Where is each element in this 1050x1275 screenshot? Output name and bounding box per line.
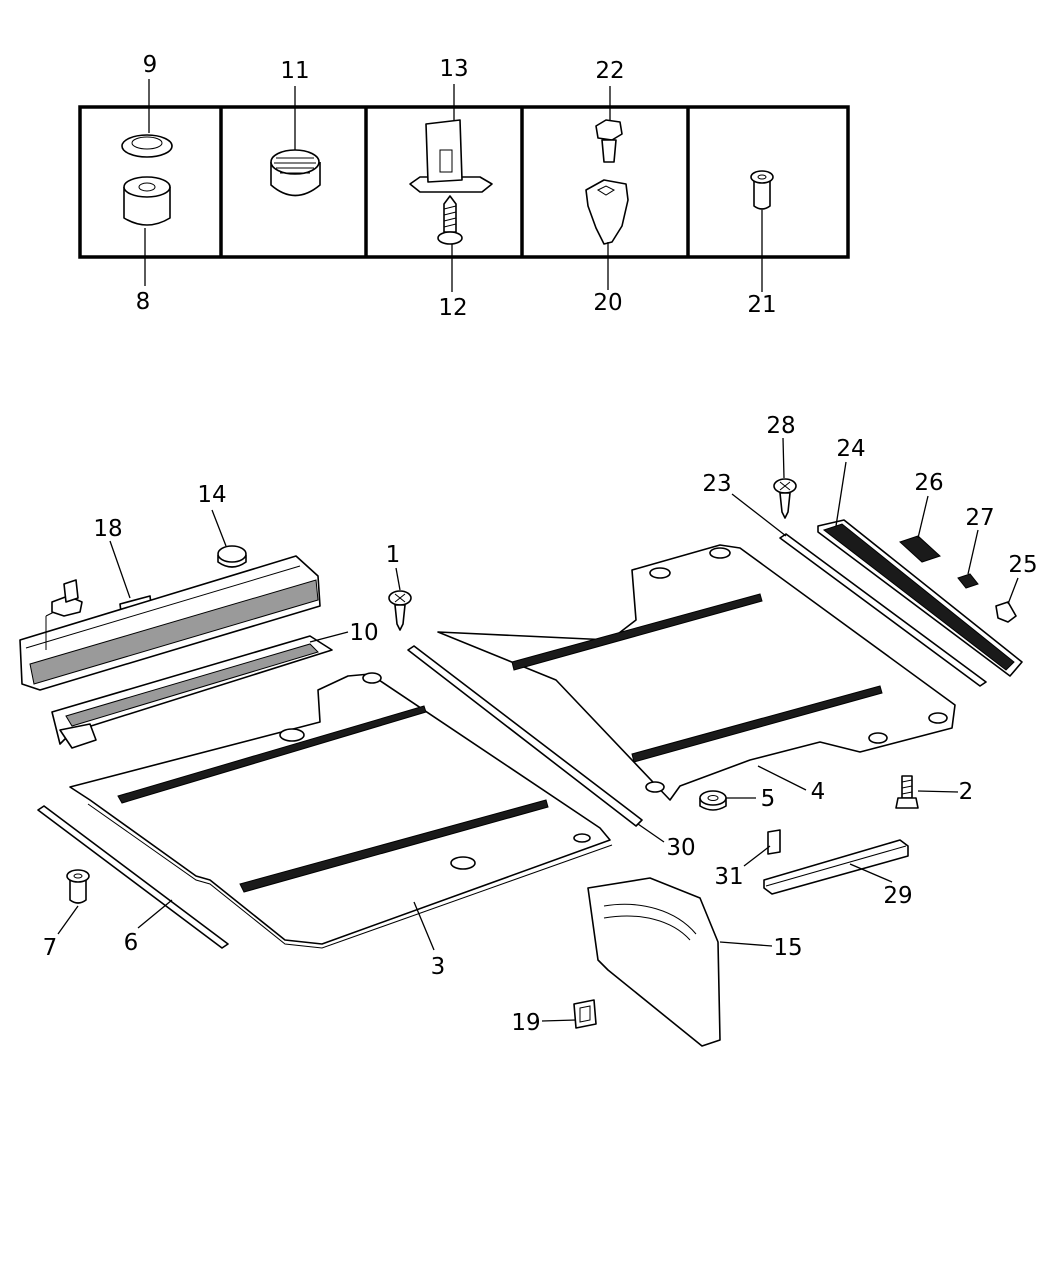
part-13-clip[interactable] xyxy=(409,119,493,193)
callout-12: 12 xyxy=(438,295,467,321)
callout-18: 18 xyxy=(93,516,122,542)
callout-6: 6 xyxy=(124,930,139,956)
callout-28: 28 xyxy=(766,413,795,439)
callout-11: 11 xyxy=(280,58,309,84)
callout-14: 14 xyxy=(197,482,226,508)
part-22-bolt[interactable] xyxy=(595,119,623,163)
detail-leaders xyxy=(144,79,763,292)
part-24-sill[interactable] xyxy=(817,519,1023,677)
part-31-spacer[interactable] xyxy=(767,829,781,855)
callout-4: 4 xyxy=(811,779,826,805)
part-10-step-grille[interactable] xyxy=(51,635,333,749)
part-2-bolt[interactable] xyxy=(895,775,919,809)
part-28-screw[interactable] xyxy=(773,478,797,519)
part-3-front-floor-panel[interactable] xyxy=(69,672,613,949)
callout-21: 21 xyxy=(747,292,776,318)
part-21-rivet[interactable] xyxy=(750,170,774,210)
part-12-screw[interactable] xyxy=(437,195,463,245)
part-26-bracket[interactable] xyxy=(899,535,941,563)
part-5-nut[interactable] xyxy=(699,790,727,811)
part-8-bumper[interactable] xyxy=(123,176,171,226)
part-step-housing[interactable] xyxy=(19,555,321,691)
callout-8: 8 xyxy=(136,289,151,315)
callout-13: 13 xyxy=(439,56,468,82)
part-14-plug[interactable] xyxy=(217,545,247,568)
part-23-edge-strip[interactable] xyxy=(779,533,987,687)
callout-22: 22 xyxy=(595,58,624,84)
callout-7: 7 xyxy=(43,935,58,961)
callout-31: 31 xyxy=(714,864,743,890)
callout-19: 19 xyxy=(511,1010,540,1036)
part-30-joint-strip[interactable] xyxy=(407,645,643,827)
part-15-side-panel[interactable] xyxy=(587,877,721,1047)
callout-1: 1 xyxy=(386,542,401,568)
callout-10: 10 xyxy=(349,620,378,646)
callout-25: 25 xyxy=(1008,552,1037,578)
callout-26: 26 xyxy=(914,470,943,496)
callout-30: 30 xyxy=(666,835,695,861)
part-6-edge-strip[interactable] xyxy=(37,805,229,949)
part-7-rivet[interactable] xyxy=(66,869,90,904)
callout-9: 9 xyxy=(143,52,158,78)
callout-5: 5 xyxy=(761,786,776,812)
callout-2: 2 xyxy=(959,779,974,805)
callout-24: 24 xyxy=(836,436,865,462)
callout-20: 20 xyxy=(593,290,622,316)
part-4-rear-floor-panel[interactable] xyxy=(437,544,956,801)
part-25-fastener[interactable] xyxy=(995,601,1017,623)
callout-27: 27 xyxy=(965,505,994,531)
callout-3: 3 xyxy=(431,954,446,980)
part-9-cap[interactable] xyxy=(121,134,173,158)
part-1-screw[interactable] xyxy=(388,590,412,631)
part-20-grommet[interactable] xyxy=(585,179,629,245)
callout-29: 29 xyxy=(883,883,912,909)
assembly-leaders xyxy=(57,437,1019,1022)
callout-15: 15 xyxy=(773,935,802,961)
callouts: 9 8 11 13 12 22 20 21 1 2 3 4 5 6 7 10 1… xyxy=(43,52,1038,1036)
part-29-trim-bar[interactable] xyxy=(763,839,909,895)
callout-23: 23 xyxy=(702,471,731,497)
detail-box xyxy=(78,105,850,259)
part-11-pad[interactable] xyxy=(270,149,321,197)
part-27-clip[interactable] xyxy=(957,573,979,589)
part-19-clip[interactable] xyxy=(573,999,597,1029)
